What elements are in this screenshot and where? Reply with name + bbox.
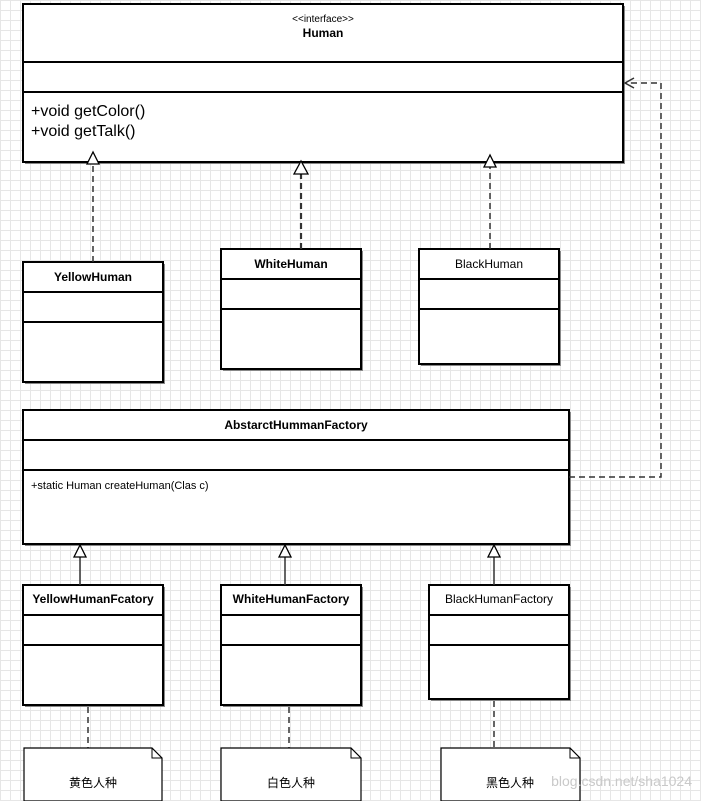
note-connectors — [87, 701, 495, 748]
yellowfactory-generalization-arrowhead — [72, 543, 88, 558]
yellowhumanfactory-box[interactable]: YellowHumanFcatory — [22, 584, 165, 707]
whitehuman-class-name: WhiteHuman — [254, 257, 327, 271]
yellow-note[interactable]: 黄色人种 — [23, 747, 163, 801]
interface-stereotype: <<interface>> — [292, 14, 354, 25]
blackhuman-class-name: BlackHuman — [455, 257, 523, 271]
interface-method-gettalk: +void getTalk() — [31, 123, 136, 140]
blackhumanfactory-box[interactable]: BlackHumanFactory — [428, 584, 571, 701]
blackhuman-class-box[interactable]: BlackHuman — [418, 248, 561, 366]
whitehuman-class-box[interactable]: WhiteHuman — [220, 248, 363, 371]
dependency-open-arrowhead — [623, 77, 635, 89]
abstract-factory-method: +static Human createHuman(Clas c) — [31, 480, 209, 492]
whitefactory-generalization-arrowhead — [277, 543, 293, 558]
whitehuman-realization-arrowhead — [292, 159, 310, 175]
factory-to-human-dependency — [569, 77, 662, 478]
generalization-arrows — [72, 543, 502, 585]
white-note-text: 白色人种 — [267, 775, 315, 790]
watermark-text: blog.csdn.net/sha1024 — [551, 773, 692, 789]
yellowhuman-class-name: YellowHuman — [54, 270, 132, 284]
yellowhuman-realization-arrowhead — [85, 150, 101, 165]
realization-arrows — [85, 150, 498, 262]
abstract-factory-name: AbstarctHummanFactory — [224, 418, 368, 432]
yellow-note-text: 黄色人种 — [69, 776, 117, 790]
whitehumanfactory-name: WhiteHumanFactory — [233, 592, 350, 606]
abstract-factory-box[interactable]: AbstarctHummanFactory +static Human crea… — [22, 409, 571, 546]
interface-name: Human — [303, 26, 344, 40]
black-note-text: 黑色人种 — [486, 776, 534, 790]
human-interface-box[interactable]: <<interface>> Human +void getColor() +vo… — [22, 3, 625, 164]
yellowhumanfactory-name: YellowHumanFcatory — [32, 592, 154, 606]
black-note[interactable]: 黑色人种 — [440, 747, 581, 801]
interface-method-getcolor: +void getColor() — [31, 103, 145, 120]
blackhuman-realization-arrowhead — [482, 153, 498, 168]
blackfactory-generalization-arrowhead — [486, 543, 502, 558]
white-note[interactable]: 白色人种 — [220, 747, 362, 801]
yellowhuman-class-box[interactable]: YellowHuman — [22, 261, 165, 384]
whitehumanfactory-box[interactable]: WhiteHumanFactory — [220, 584, 363, 707]
blackhumanfactory-name: BlackHumanFactory — [445, 592, 553, 606]
